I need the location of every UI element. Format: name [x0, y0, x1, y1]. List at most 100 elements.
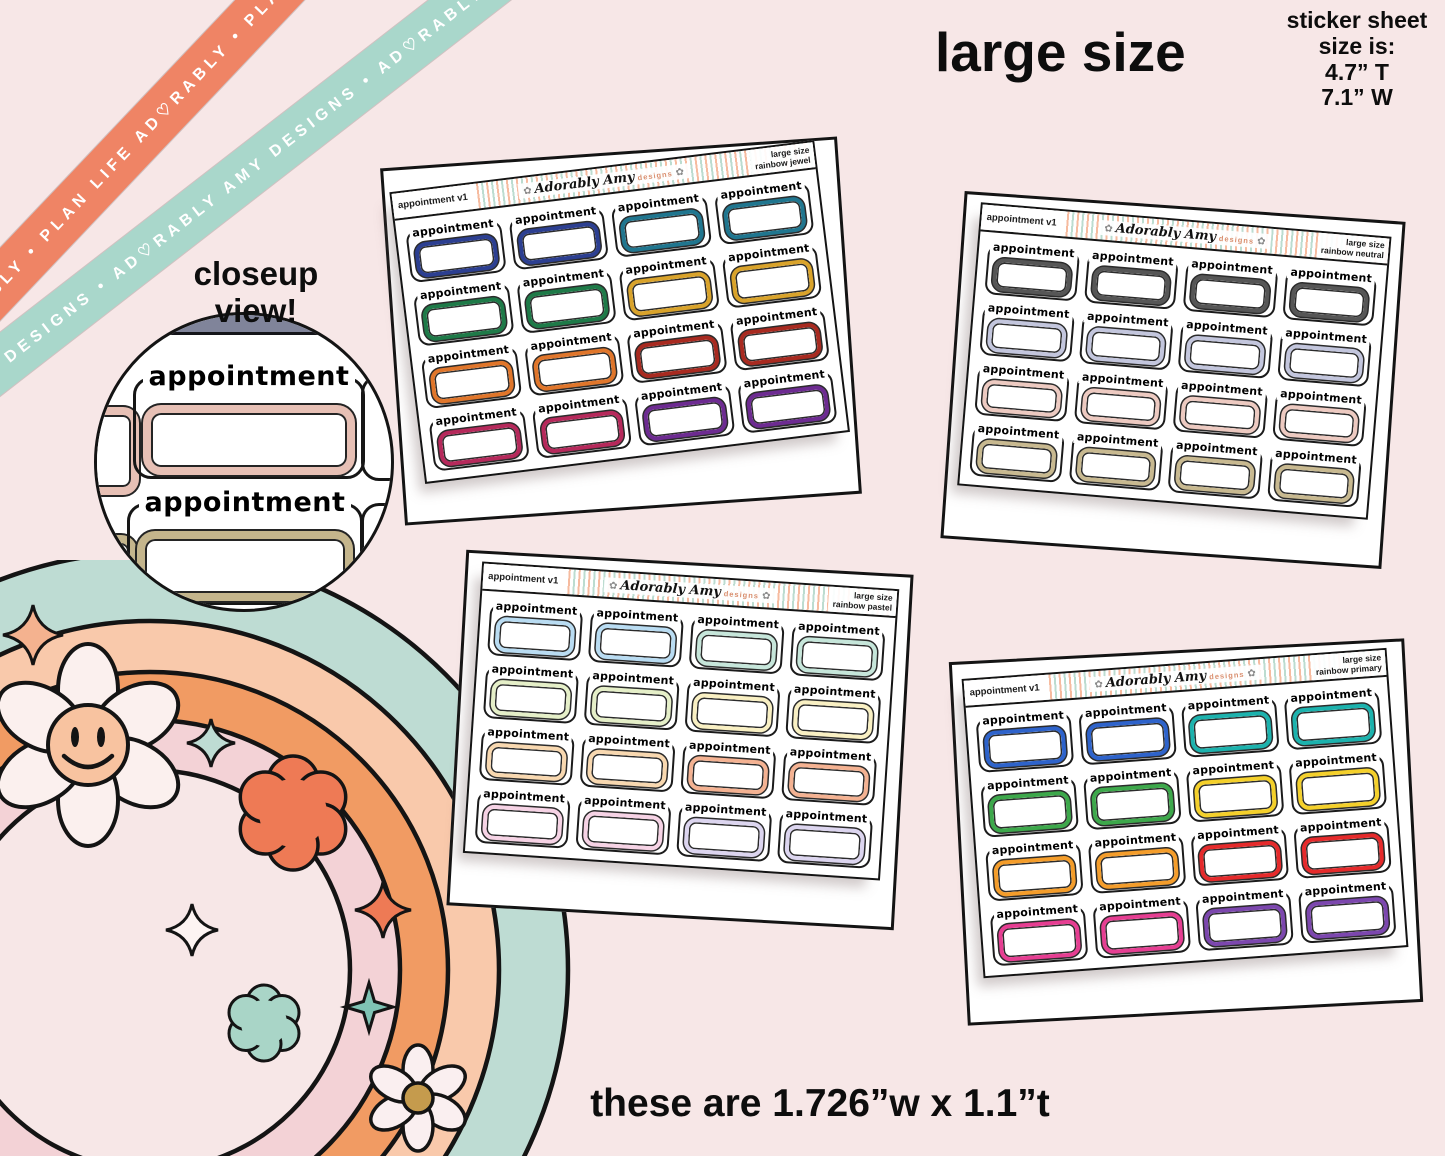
variant-name: rainbow pastel — [832, 598, 893, 613]
sticker-box — [1179, 395, 1260, 435]
sticker: appointment — [522, 326, 626, 398]
closeup-view-label: closeup view! — [152, 255, 360, 330]
sticker-box — [981, 378, 1062, 418]
sticker-box — [1283, 343, 1364, 383]
sticker: appointment — [735, 363, 839, 435]
brand-name: Adorably Amy — [1105, 668, 1207, 691]
sheet-size-note: sticker sheet size is: 4.7” T 7.1” W — [1272, 7, 1442, 111]
sticker: appointment — [984, 834, 1085, 903]
sticker-box — [137, 531, 353, 601]
sticker: appointment — [719, 238, 823, 310]
sticker-box — [992, 854, 1077, 898]
sticker: appointment — [529, 389, 633, 461]
brand-name: Adorably Amy — [1115, 220, 1217, 245]
closeup-sticker-blush: appointment — [131, 361, 367, 481]
sticker: appointment — [1265, 444, 1363, 509]
variant-label: large size rainbow pastel — [828, 586, 898, 617]
sticker-box — [683, 817, 765, 858]
sheet-polaroid-rainbow-primary: appointment v1 ✿ Adorably Amy designs ✿ … — [948, 638, 1424, 1026]
sticker-box — [986, 318, 1067, 358]
sticker-box — [784, 824, 866, 865]
closeup-partial-frame-right-bottom — [361, 503, 391, 607]
closeup-line2: view! — [214, 291, 298, 329]
sticker: appointment — [1176, 314, 1274, 379]
sticker-box — [988, 790, 1072, 833]
sticker: appointment — [486, 596, 585, 662]
sticker-box — [1301, 832, 1385, 875]
sticker: appointment — [1276, 323, 1374, 388]
size-note-line: 4.7” T — [1325, 58, 1389, 85]
sticker-box — [1278, 403, 1359, 443]
flower-icon: ✿ — [1256, 235, 1266, 248]
sticker-box — [1085, 326, 1166, 366]
sticker: appointment — [780, 741, 879, 807]
sticker: appointment — [968, 419, 1066, 484]
mint-flower — [227, 983, 301, 1063]
sticker: appointment — [478, 721, 577, 787]
sticker-box — [1273, 464, 1354, 504]
sticker: appointment — [587, 603, 686, 669]
sticker-sheet: appointment v1 ✿ Adorably Amy designs ✿ … — [961, 647, 1409, 979]
sticker-box — [1095, 847, 1180, 890]
sticker: appointment — [679, 735, 778, 801]
sticker: appointment — [988, 899, 1089, 968]
sticker-box — [590, 685, 673, 726]
sheet-polaroid-rainbow-neutral: appointment v1 ✿ Adorably Amy designs ✿ … — [940, 191, 1406, 569]
sticker-box — [1291, 703, 1376, 746]
sticker: appointment — [683, 672, 782, 738]
sticker: appointment — [983, 237, 1081, 302]
sticker: appointment — [973, 358, 1071, 423]
sticker: appointment — [1287, 747, 1388, 816]
sticker: appointment — [574, 791, 673, 857]
sticker: appointment — [1194, 884, 1295, 953]
sticker: appointment — [1281, 262, 1379, 327]
sticker-box — [1100, 911, 1184, 955]
sticker: appointment — [974, 705, 1075, 774]
brand-name: Adorably Amy — [619, 577, 722, 600]
sticker-sheet: appointment v1 ✿ Adorably Amy designs ✿ … — [462, 561, 900, 881]
sticker-box — [1189, 274, 1270, 314]
sticker-box — [1289, 282, 1370, 322]
sticker: appointment — [1189, 819, 1290, 888]
sheet-title: appointment v1 — [482, 563, 569, 595]
sticker: appointment — [727, 301, 831, 373]
size-note-line: 7.1” W — [1321, 84, 1393, 111]
sticker-dimensions-note: these are 1.726”w x 1.1”t — [590, 1082, 1050, 1125]
sticker: appointment — [609, 188, 713, 260]
sticker: appointment — [632, 376, 736, 448]
sticker: appointment — [419, 338, 523, 410]
flower-icon: ✿ — [674, 166, 685, 179]
sticker: appointment — [978, 298, 1076, 363]
sticker: appointment — [788, 616, 887, 682]
sticker-box — [143, 405, 355, 475]
sticker-box — [1305, 896, 1390, 940]
sheet-title: appointment v1 — [963, 674, 1050, 706]
brand-suffix: designs — [723, 588, 760, 600]
sticker-box — [1198, 839, 1282, 883]
coral-flower — [238, 754, 348, 872]
sticker-box — [586, 748, 668, 789]
sticker: appointment — [473, 784, 572, 850]
sticker: appointment — [617, 250, 721, 322]
sticker-box — [481, 804, 563, 845]
sticker-box — [582, 811, 664, 852]
sticker: appointment — [784, 679, 883, 745]
sticker-box — [976, 439, 1057, 479]
sticker: appointment — [1077, 306, 1175, 371]
sticker-label: appointment — [138, 487, 352, 518]
sticker: appointment — [514, 263, 618, 335]
sticker: appointment — [403, 213, 507, 285]
sticker: appointment — [1077, 698, 1178, 767]
brand-suffix: designs — [636, 168, 674, 182]
sticker: appointment — [1180, 690, 1281, 759]
brand-logo: ✿ Adorably Amy designs ✿ — [603, 576, 776, 603]
sticker-box — [1090, 782, 1175, 826]
sticker-box — [595, 623, 677, 664]
sticker-box — [1188, 710, 1273, 754]
sticker-box — [1184, 334, 1265, 374]
sticker: appointment — [1067, 427, 1165, 492]
